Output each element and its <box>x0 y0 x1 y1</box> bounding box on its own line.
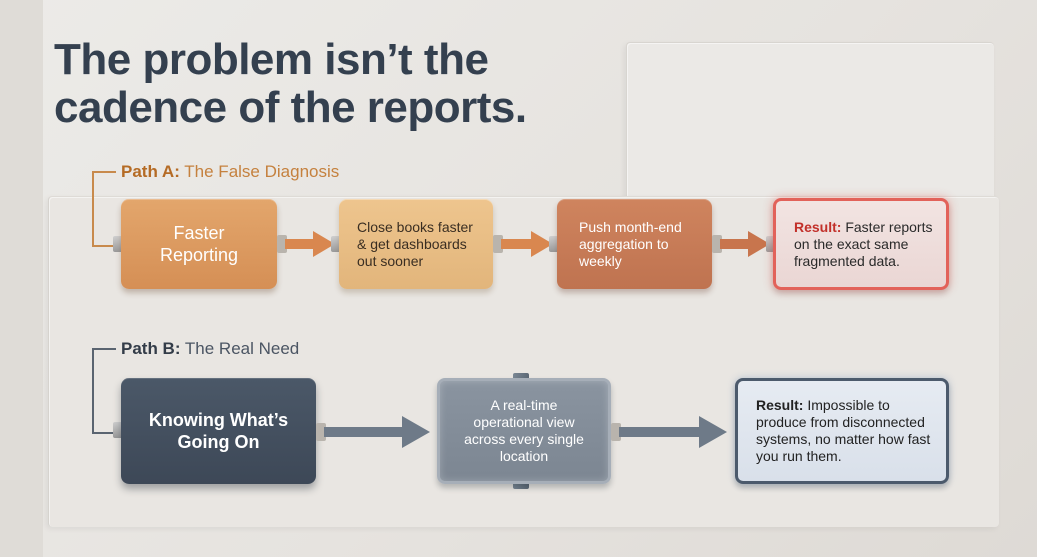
path-a-arrow-2 <box>493 231 553 257</box>
path-b-label: Path B: The Real Need <box>121 339 299 359</box>
path-a-result-label: Result: <box>794 218 842 235</box>
path-a-step-3: Push month-end aggregation to weekly <box>557 199 712 289</box>
connector-clip <box>331 236 341 252</box>
path-a-arrow-1 <box>277 231 335 257</box>
path-a-step-3-text: Push month-end aggregation to weekly <box>579 218 682 269</box>
path-b-step-1-text: Knowing What’s Going On <box>148 410 289 452</box>
title-line-1: The problem isn’t the <box>54 35 489 84</box>
path-a-result-text: Result: Faster reports on the exact same… <box>794 219 936 270</box>
path-a-step-2-text: Close books faster & get dashboards out … <box>357 218 473 269</box>
path-b-label-text: The Real Need <box>180 339 300 358</box>
path-a-label-text: The False Diagnosis <box>179 162 340 181</box>
path-b-bracket <box>92 348 116 434</box>
path-b-result-text: Result: Impossible to produce from disco… <box>756 397 936 465</box>
path-b-step-2-text: A real-time operational view across ever… <box>464 397 584 464</box>
path-b-step-1: Knowing What’s Going On <box>121 378 316 484</box>
path-b-result: Result: Impossible to produce from disco… <box>735 378 949 484</box>
path-a-bracket <box>92 171 116 247</box>
connector-clip <box>113 236 123 252</box>
path-a-label: Path A: The False Diagnosis <box>121 162 339 182</box>
path-b-result-body: Impossible to produce from disconnected … <box>756 397 931 464</box>
path-a-result-body: Faster reports on the exact same fragmen… <box>794 218 933 269</box>
path-b-label-bold: Path B: <box>121 339 181 358</box>
path-a-label-bold: Path A: <box>121 162 180 181</box>
connector-clip <box>513 479 529 489</box>
path-a-arrow-3 <box>712 231 770 257</box>
path-a-step-1: Faster Reporting <box>121 199 277 289</box>
connector-clip <box>549 236 559 252</box>
path-a-step-2: Close books faster & get dashboards out … <box>339 199 493 289</box>
page-title: The problem isn’t the cadence of the rep… <box>54 36 614 132</box>
path-b-result-label: Result: <box>756 397 804 413</box>
background-panel-right <box>0 0 43 557</box>
path-b-arrow-2 <box>611 416 727 448</box>
path-a-result: Result: Faster reports on the exact same… <box>773 198 949 290</box>
path-b-step-2: A real-time operational view across ever… <box>437 378 611 484</box>
title-line-2: cadence of the reports. <box>54 83 527 132</box>
path-a-step-1-text: Faster Reporting <box>159 223 239 265</box>
path-b-arrow-1 <box>316 416 430 448</box>
connector-clip <box>113 422 123 438</box>
connector-clip <box>766 236 776 252</box>
